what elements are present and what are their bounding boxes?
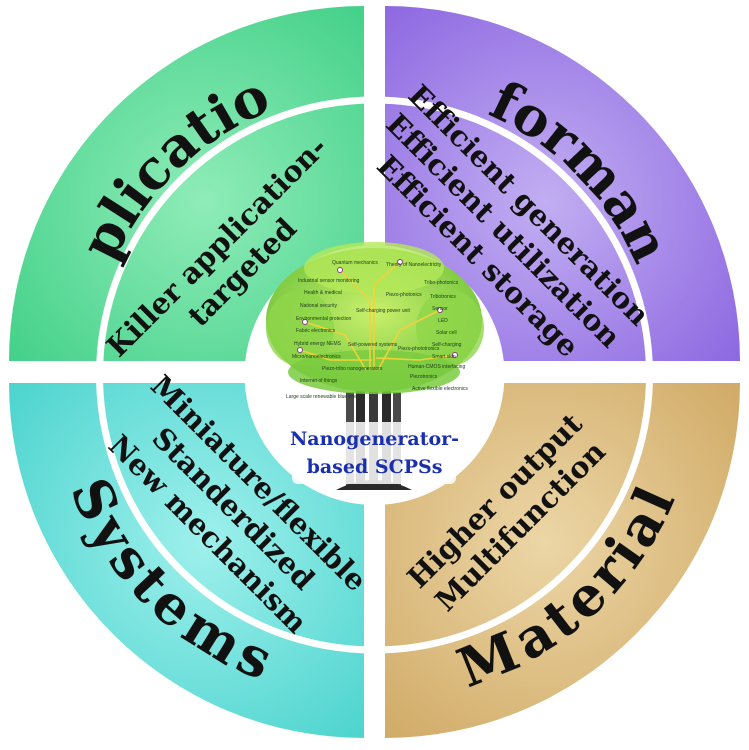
quadrant-performances xyxy=(385,6,740,361)
center-label: Nanogenerator- based SCPSs xyxy=(290,422,459,484)
leaf-label: Smart skin xyxy=(432,354,456,360)
tree-circuit-lines xyxy=(299,261,456,371)
leaf-label: Sensor xyxy=(432,306,448,312)
leaf-label: Health & medical xyxy=(304,290,342,296)
leaf-label: Quantum mechanics xyxy=(332,260,378,266)
tree-illustration: Quantum mechanics Theory of Nanoelectric… xyxy=(266,242,484,490)
leaf-label: Tribotronics xyxy=(430,294,456,300)
leaf-label: Internet of things xyxy=(300,378,338,384)
leaf-label: Hybrid energy NEMS xyxy=(294,341,342,347)
materials-segment xyxy=(385,383,740,738)
leaf-label: Piezo-tribo nanogenerators xyxy=(322,366,383,372)
leaf-label: Self-charging xyxy=(432,342,462,348)
leaf-label: Large scale renewable blue energy xyxy=(286,394,364,400)
leaf-label: Tribo-photonics xyxy=(424,280,459,286)
performances-segment xyxy=(385,6,740,361)
leaf-label: Fabric electronics xyxy=(296,328,336,334)
leaf-label: Piezo-photonics xyxy=(386,292,422,298)
leaf-label: Active flexible electronics xyxy=(412,386,468,392)
leaf-label: Piezo-phototronics xyxy=(398,346,440,352)
leaf-label: LED xyxy=(438,318,448,324)
applications-segment xyxy=(9,6,364,361)
leaf-label: Micro/nanoelectronics xyxy=(292,354,341,360)
leaf-label: Solar cell xyxy=(436,330,457,336)
tree-circuit-nodes xyxy=(297,259,458,358)
center-label-line-1: Nanogenerator- xyxy=(290,428,459,450)
center-label-line-2: based SCPSs xyxy=(307,456,443,478)
quadrant-systems xyxy=(9,383,364,738)
tree-leaf-labels: Quantum mechanics Theory of Nanoelectric… xyxy=(286,260,468,400)
center-label-backdrop xyxy=(292,422,456,484)
leaf-label: Self-charging power unit xyxy=(356,308,411,314)
leaf-label: Industrial sensor monitoring xyxy=(298,278,360,284)
leaf-label: National security xyxy=(300,303,337,309)
leaf-label: Piezotronics xyxy=(410,374,438,380)
leaf-label: Self-powered systems xyxy=(348,342,398,348)
leaf-label: Human-CMOS interfacing xyxy=(408,364,465,370)
quadrant-materials xyxy=(385,383,740,738)
leaf-label: Environmental protection xyxy=(296,316,352,322)
leaf-label: Theory of Nanoelectricity xyxy=(386,262,442,268)
systems-segment xyxy=(9,383,364,738)
quadrant-applications xyxy=(9,6,364,361)
